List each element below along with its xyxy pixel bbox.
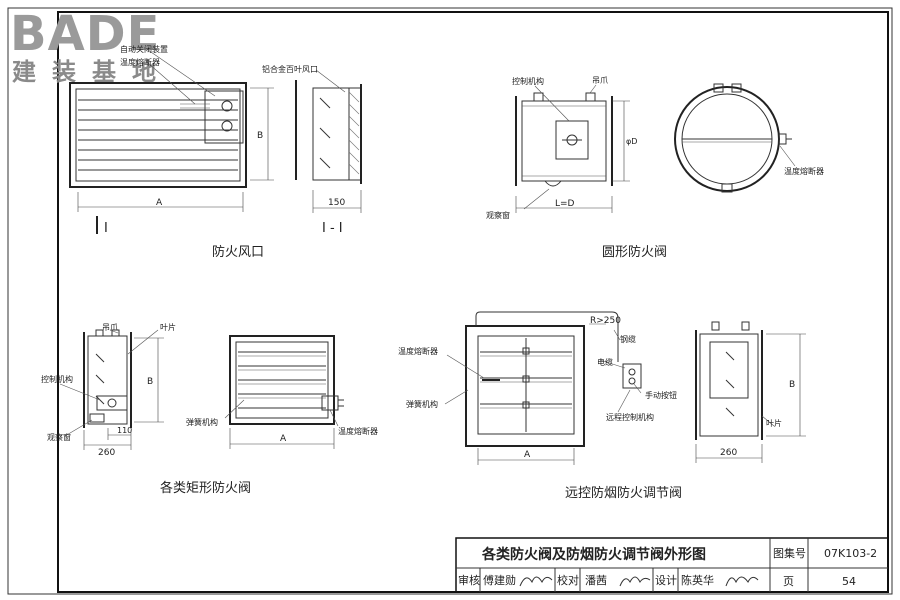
round-observation-window <box>544 180 562 187</box>
remote-inner-frame <box>477 335 575 435</box>
reviewer-name: 傅建勋 <box>483 573 516 587</box>
label-auto-close: 自动关闭装置 <box>120 44 168 54</box>
remote-control-box <box>622 363 642 389</box>
caption-fire-vent: 防火风口 <box>212 244 264 260</box>
rect-front-frame <box>229 335 335 425</box>
brand-logo: BADE 建装基地 <box>10 6 172 86</box>
section-hatch <box>348 91 360 175</box>
label-round-control: 控制机构 <box>512 76 544 86</box>
check-label: 校对 <box>557 573 579 587</box>
round-hanger-right <box>585 92 596 102</box>
remote-outer-frame <box>465 325 585 447</box>
design-label: 设计 <box>655 574 677 587</box>
title-block: 各类防火阀及防烟防火调节阀外形图 图集号 07K103-2 页 54 审核 傅建… <box>455 537 889 593</box>
label-vent-fusible: 温度熔断器 <box>120 57 160 67</box>
designer-signature <box>725 576 759 587</box>
section-title: I - I <box>322 221 343 236</box>
caption-rect-damper: 各类矩形防火阀 <box>160 480 251 496</box>
logo-brand: BADE <box>10 6 160 62</box>
vent-knob-bottom <box>221 120 233 132</box>
label-round-fusible: 温度熔断器 <box>784 166 824 176</box>
designer-name: 陈英华 <box>681 573 714 587</box>
fire-vent-front-view: 自动关闭装置 温度熔断器 A B I <box>69 44 274 236</box>
remote-dim-260: 260 <box>720 448 737 458</box>
atlas-label: 图集号 <box>773 546 806 560</box>
label-remote-radius: R>250 <box>590 316 621 326</box>
vent-louvers <box>78 99 238 171</box>
label-rect-window: 观察窗 <box>47 432 71 442</box>
label-louver: 铝合金百叶风口 <box>262 64 318 74</box>
vent-outer-frame <box>69 82 247 188</box>
rect-damper-front-view: 弹簧机构 温度熔断器 A <box>186 335 378 449</box>
reviewer-signature <box>519 576 553 587</box>
inner-frame <box>57 11 889 593</box>
round-control-box <box>555 120 589 160</box>
vent-knob-top <box>221 100 233 112</box>
section-dim-150: 150 <box>328 198 345 208</box>
round-fusible-unit <box>778 133 787 145</box>
remote-side-blades <box>725 351 735 417</box>
round-damper-side-view: 控制机构 吊爪 观察窗 φD L=D <box>486 76 637 220</box>
vent-dim-a: A <box>156 198 163 208</box>
remote-damper-side-view: 叶片 B 260 <box>695 321 806 463</box>
vent-control-box <box>204 90 244 144</box>
page-label: 页 <box>783 575 794 588</box>
round-damper-body <box>521 100 607 182</box>
logo-subtitle: 建装基地 <box>12 58 172 86</box>
rect-front-dim-a: A <box>280 434 287 444</box>
fire-vent-section-view: 铝合金百叶风口 150 I - I <box>262 64 362 236</box>
label-round-window: 观察窗 <box>486 210 510 220</box>
label-rect-hanger: 吊爪 <box>102 323 118 332</box>
label-remote-cable: 电缆 <box>597 357 613 367</box>
outer-border <box>7 7 893 595</box>
label-round-hanger: 吊爪 <box>592 76 608 85</box>
round-hanger-left <box>533 92 544 102</box>
label-rect-spring: 弹簧机构 <box>186 417 218 427</box>
rect-damper-side-view: 吊爪 叶片 控制机构 观察窗 B 110 260 <box>41 322 176 458</box>
vent-section-mark: I <box>104 221 108 236</box>
vent-inner-frame <box>75 88 241 182</box>
section-blades <box>319 97 331 169</box>
atlas-number: 07K103-2 <box>824 547 877 560</box>
label-rect-control: 控制机构 <box>41 374 73 384</box>
remote-side-box <box>709 341 749 399</box>
label-remote-spring: 弹簧机构 <box>406 399 438 409</box>
checker-name: 潘茜 <box>585 574 607 587</box>
rect-dim-260: 260 <box>98 448 115 458</box>
vent-dim-b: B <box>257 131 263 141</box>
label-remote-ctrl: 远程控制机构 <box>606 412 654 422</box>
label-remote-blade: 叶片 <box>766 418 782 428</box>
page-number: 54 <box>842 575 856 588</box>
rect-front-blades <box>238 351 326 409</box>
rect-damper-body <box>87 335 128 425</box>
round-dim-l: L=D <box>555 199 575 209</box>
round-damper-front-view: 温度熔断器 <box>674 83 824 193</box>
checker-signature <box>619 576 651 587</box>
rect-side-dim-b: B <box>147 377 153 387</box>
section-body <box>312 87 350 181</box>
label-rect-blade: 叶片 <box>160 322 176 332</box>
review-label: 审核 <box>458 573 480 587</box>
rect-control-box <box>96 395 128 411</box>
remote-dim-b: B <box>789 380 795 390</box>
remote-damper-front-view: R>250 钢缆 电缆 手动按钮 远程控制机构 温度熔断器 弹簧机构 A <box>398 311 677 465</box>
label-remote-cable-pipe: 钢缆 <box>620 334 636 344</box>
rect-dim-110: 110 <box>117 426 132 435</box>
round-dim-d: φD <box>626 137 637 146</box>
label-remote-fusible: 温度熔断器 <box>398 346 438 356</box>
remote-dim-a: A <box>524 450 531 460</box>
label-rect-fusible: 温度熔断器 <box>338 426 378 436</box>
title-block-title: 各类防火阀及防烟防火调节阀外形图 <box>481 546 706 563</box>
remote-cable-route <box>475 311 619 362</box>
label-remote-manual: 手动按钮 <box>645 390 677 400</box>
caption-remote-damper: 远控防烟防火调节阀 <box>565 485 682 501</box>
caption-round-damper: 圆形防火阀 <box>602 244 667 260</box>
